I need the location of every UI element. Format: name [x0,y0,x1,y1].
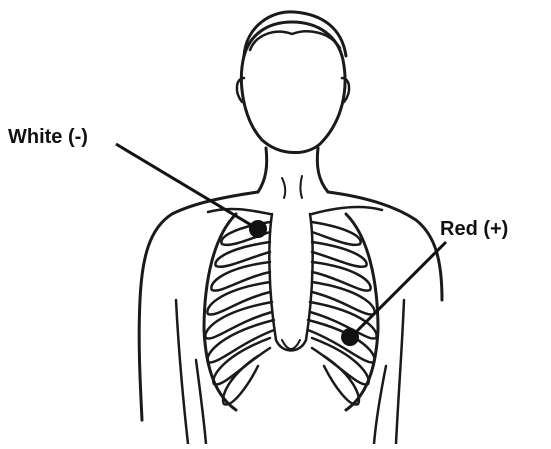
red-lead-line [352,242,446,336]
rib [312,222,361,245]
neck-and-shoulders [139,148,442,444]
sternum [269,214,312,351]
right-rib-cage [308,214,378,410]
red-electrode-label: Red (+) [440,219,508,239]
white-lead-line [116,144,256,228]
left-rib-cage [204,214,274,410]
white-electrode-label: White (-) [8,127,88,147]
red-electrode [341,328,359,346]
head [237,12,349,153]
white-electrode [249,220,267,238]
